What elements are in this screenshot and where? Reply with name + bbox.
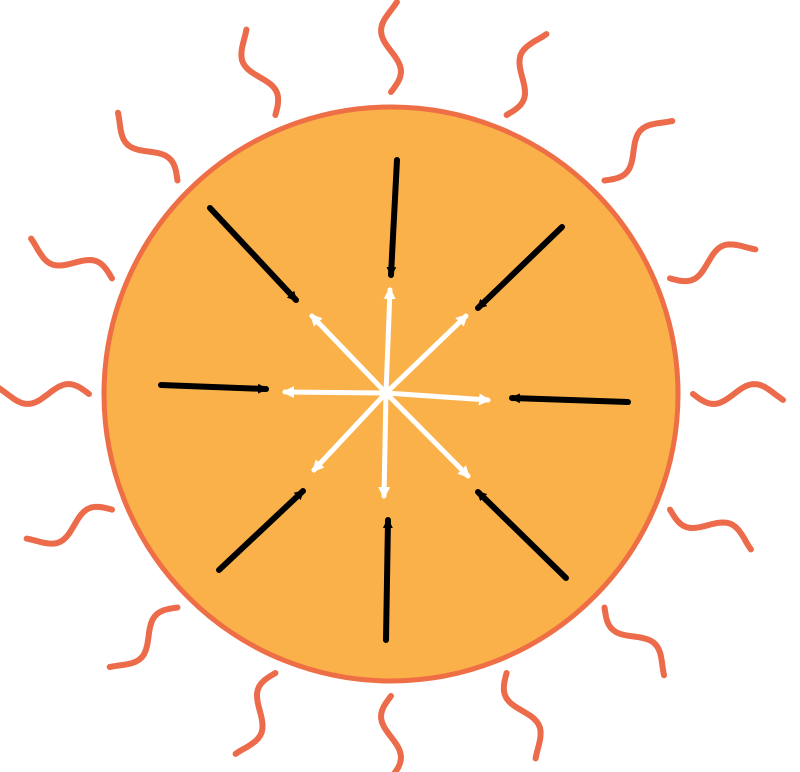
outward-arrow <box>384 393 386 496</box>
inward-arrow <box>386 520 388 640</box>
radiation-wave <box>670 244 755 281</box>
radiation-wave <box>504 673 541 758</box>
radiation-wave <box>381 696 401 772</box>
radiation-wave <box>118 113 178 181</box>
inward-arrow <box>512 398 628 402</box>
radiation-wave <box>507 34 547 115</box>
inward-arrow <box>161 385 266 389</box>
radiation-wave <box>236 673 276 754</box>
outward-arrow <box>285 392 386 393</box>
radiation-wave <box>31 239 112 279</box>
radiation-wave <box>605 608 665 676</box>
radiation-wave <box>381 2 401 92</box>
radiation-wave <box>241 30 278 115</box>
radiation-wave <box>693 384 783 404</box>
radiation-wave <box>670 510 751 550</box>
radiation-wave <box>605 121 673 181</box>
radiation-wave <box>27 507 112 544</box>
radiation-wave <box>110 608 178 668</box>
radiation-wave <box>0 384 89 404</box>
